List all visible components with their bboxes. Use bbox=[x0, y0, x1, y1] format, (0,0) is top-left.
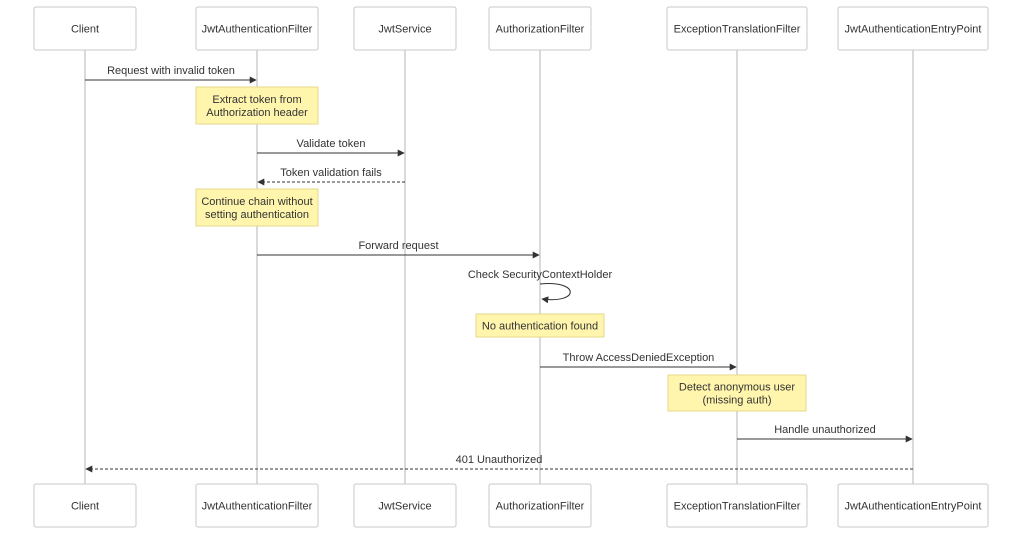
participant-top-jwt-authentication-entry-point: JwtAuthenticationEntryPoint bbox=[837, 6, 989, 51]
message-request-with-invalid-token: Request with invalid token bbox=[85, 65, 257, 84]
participant-label: JwtAuthenticationEntryPoint bbox=[845, 500, 982, 512]
note-text: setting authentication bbox=[205, 209, 309, 221]
note-text: Extract token from bbox=[212, 94, 301, 106]
participant-label: Client bbox=[71, 500, 99, 512]
note-box bbox=[667, 374, 807, 412]
note-box bbox=[195, 86, 319, 125]
participant-box bbox=[33, 483, 137, 528]
message-label: Check SecurityContextHolder bbox=[468, 269, 613, 281]
participant-top-jwt-service: JwtService bbox=[353, 6, 457, 51]
participant-box bbox=[353, 483, 457, 528]
participant-box bbox=[837, 483, 989, 528]
note-text: (missing auth) bbox=[702, 395, 771, 407]
message-forward-request: Forward request bbox=[257, 240, 540, 259]
participant-box bbox=[666, 483, 808, 528]
participant-top-client: Client bbox=[33, 6, 137, 51]
participant-label: JwtService bbox=[378, 500, 431, 512]
participant-box bbox=[353, 6, 457, 51]
participant-bottom-jwt-service: JwtService bbox=[353, 483, 457, 528]
message-arrow bbox=[539, 283, 571, 304]
message-validate-token: Validate token bbox=[257, 138, 405, 157]
message-label: Validate token bbox=[297, 138, 366, 150]
participant-box bbox=[195, 483, 319, 528]
note-text: Continue chain without bbox=[201, 196, 312, 208]
participant-top-jwt-authentication-filter: JwtAuthenticationFilter bbox=[195, 6, 319, 51]
note-detect-anonymous-user: Detect anonymous user(missing auth) bbox=[667, 374, 807, 412]
note-text: No authentication found bbox=[482, 321, 598, 333]
participant-label: AuthorizationFilter bbox=[496, 500, 585, 512]
participant-box bbox=[33, 6, 137, 51]
participant-bottom-jwt-authentication-filter: JwtAuthenticationFilter bbox=[195, 483, 319, 528]
message-label: 401 Unauthorized bbox=[456, 454, 543, 466]
participant-label: JwtAuthenticationFilter bbox=[202, 500, 313, 512]
message-check-security-context-holder: Check SecurityContextHolder bbox=[468, 269, 613, 304]
message-label: Request with invalid token bbox=[107, 65, 235, 77]
message-handle-unauthorized: Handle unauthorized bbox=[737, 424, 913, 443]
note-box bbox=[195, 188, 319, 227]
participant-label: ExceptionTranslationFilter bbox=[674, 23, 801, 35]
participant-label: JwtAuthenticationFilter bbox=[202, 23, 313, 35]
message-token-validation-fails: Token validation fails bbox=[257, 167, 405, 186]
participant-label: AuthorizationFilter bbox=[496, 23, 585, 35]
participant-box bbox=[666, 6, 808, 51]
participant-top-authorization-filter: AuthorizationFilter bbox=[488, 6, 592, 51]
note-text: Authorization header bbox=[206, 107, 308, 119]
participant-top-exception-translation-filter: ExceptionTranslationFilter bbox=[666, 6, 808, 51]
note-text: Detect anonymous user bbox=[679, 382, 796, 394]
message-label: Handle unauthorized bbox=[774, 424, 876, 436]
participant-box bbox=[488, 6, 592, 51]
participant-bottom-jwt-authentication-entry-point: JwtAuthenticationEntryPoint bbox=[837, 483, 989, 528]
participant-label: ExceptionTranslationFilter bbox=[674, 500, 801, 512]
message-throw-access-denied-exception: Throw AccessDeniedException bbox=[540, 352, 737, 371]
participant-box bbox=[837, 6, 989, 51]
participant-label: JwtAuthenticationEntryPoint bbox=[845, 23, 982, 35]
message-label: Forward request bbox=[358, 240, 438, 252]
participant-bottom-authorization-filter: AuthorizationFilter bbox=[488, 483, 592, 528]
participant-box bbox=[488, 483, 592, 528]
participant-label: JwtService bbox=[378, 23, 431, 35]
participant-bottom-client: Client bbox=[33, 483, 137, 528]
note-box bbox=[475, 313, 605, 338]
note-no-authentication-found: No authentication found bbox=[475, 313, 605, 338]
message-401-unauthorized: 401 Unauthorized bbox=[85, 454, 913, 473]
message-label: Token validation fails bbox=[280, 167, 382, 179]
participant-label: Client bbox=[71, 23, 99, 35]
participant-bottom-exception-translation-filter: ExceptionTranslationFilter bbox=[666, 483, 808, 528]
message-label: Throw AccessDeniedException bbox=[563, 352, 715, 364]
participant-box bbox=[195, 6, 319, 51]
